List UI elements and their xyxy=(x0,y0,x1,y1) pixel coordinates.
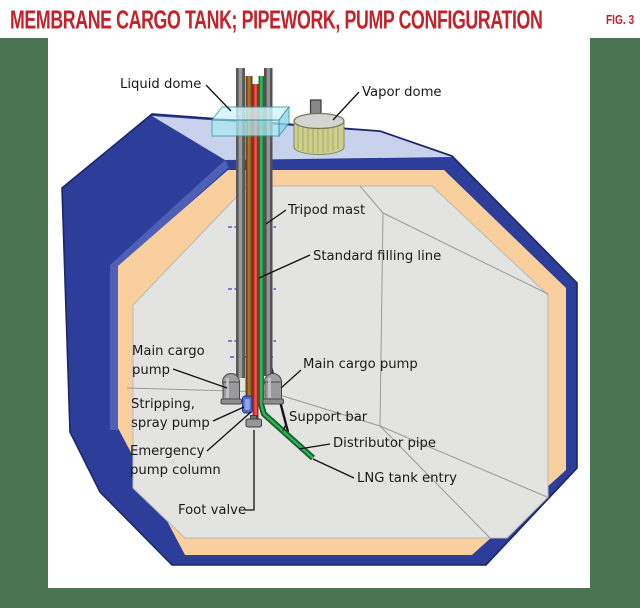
hull-front-band xyxy=(110,160,229,430)
foot-valve-shape xyxy=(245,415,262,428)
leader-line-foot-valve xyxy=(245,430,255,511)
leader-line-vapor-dome xyxy=(332,91,360,121)
diagram-label-main-cargo-pump-left-line1: Main cargo xyxy=(132,344,205,359)
brown-pipe xyxy=(245,76,253,398)
leader-line-emergency-pump-column xyxy=(206,411,252,452)
leader-line-lng-tank-entry xyxy=(312,458,355,479)
emergency-pump-column-pipe xyxy=(252,84,259,420)
leader-line-distributor-pipe xyxy=(298,443,331,450)
main-cargo-pump-right-shape xyxy=(262,373,284,405)
leader-line-liquid-dome xyxy=(205,84,232,112)
liquid-dome-shape xyxy=(210,105,291,138)
diagram-label-distributor-pipe: Distributor pipe xyxy=(333,436,436,451)
diagram-label-stripping-spray-pump-line1: Stripping, xyxy=(131,397,195,412)
diagram-label-vapor-dome: Vapor dome xyxy=(362,85,442,100)
diagram-label-support-bar: Support bar xyxy=(289,410,368,425)
leader-line-standard-filling-line xyxy=(258,254,311,279)
vapor-dome-shape xyxy=(293,99,345,155)
diagram-label-emergency-pump-column-line1: Emergency xyxy=(130,444,205,459)
diagram-label-lng-tank-entry: LNG tank entry xyxy=(357,471,457,486)
stripping-spray-pump-shape xyxy=(242,395,253,414)
main-cargo-pump-left-shape xyxy=(220,373,242,405)
diagram-label-standard-filling-line: Standard filling line xyxy=(313,249,441,264)
diagram-label-tripod-mast: Tripod mast xyxy=(287,203,365,218)
page-title: MEMBRANE CARGO TANK; PIPEWORK, PUMP CONF… xyxy=(10,6,543,36)
leader-line-main-cargo-pump-left xyxy=(172,368,228,389)
figure-number: FIG. 3 xyxy=(605,12,634,27)
leader-line-main-cargo-pump-right xyxy=(280,369,302,389)
distributor-pipe-shape xyxy=(258,403,316,461)
diagram-label-foot-valve: Foot valve xyxy=(178,503,246,518)
diagram-label-main-cargo-pump-left-line2: pump xyxy=(132,363,170,378)
diagram-label-emergency-pump-column-line2: pump column xyxy=(130,463,221,478)
leader-line-tripod-mast xyxy=(265,209,287,225)
diagram-label-liquid-dome: Liquid dome xyxy=(120,77,201,92)
tripod-mast-leg-left-pipe xyxy=(236,68,245,378)
leader-line-support-bar xyxy=(282,423,287,432)
diagram-label-stripping-spray-pump-line2: spray pump xyxy=(131,416,210,431)
standard-filling-line-pipe xyxy=(258,76,264,406)
diagram-label-main-cargo-pump-right: Main cargo pump xyxy=(303,357,418,372)
leader-line-stripping-spray-pump xyxy=(212,406,245,422)
title-band xyxy=(0,0,640,38)
